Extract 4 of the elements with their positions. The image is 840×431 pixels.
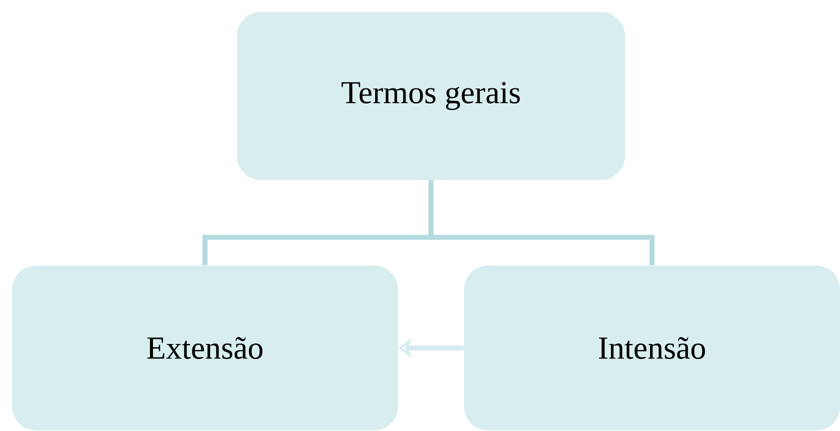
rounded-box: Extensão	[12, 266, 398, 430]
connector-line	[428, 180, 654, 266]
rounded-box: Termos gerais	[237, 12, 625, 180]
rounded-box: Intensão	[464, 266, 840, 430]
